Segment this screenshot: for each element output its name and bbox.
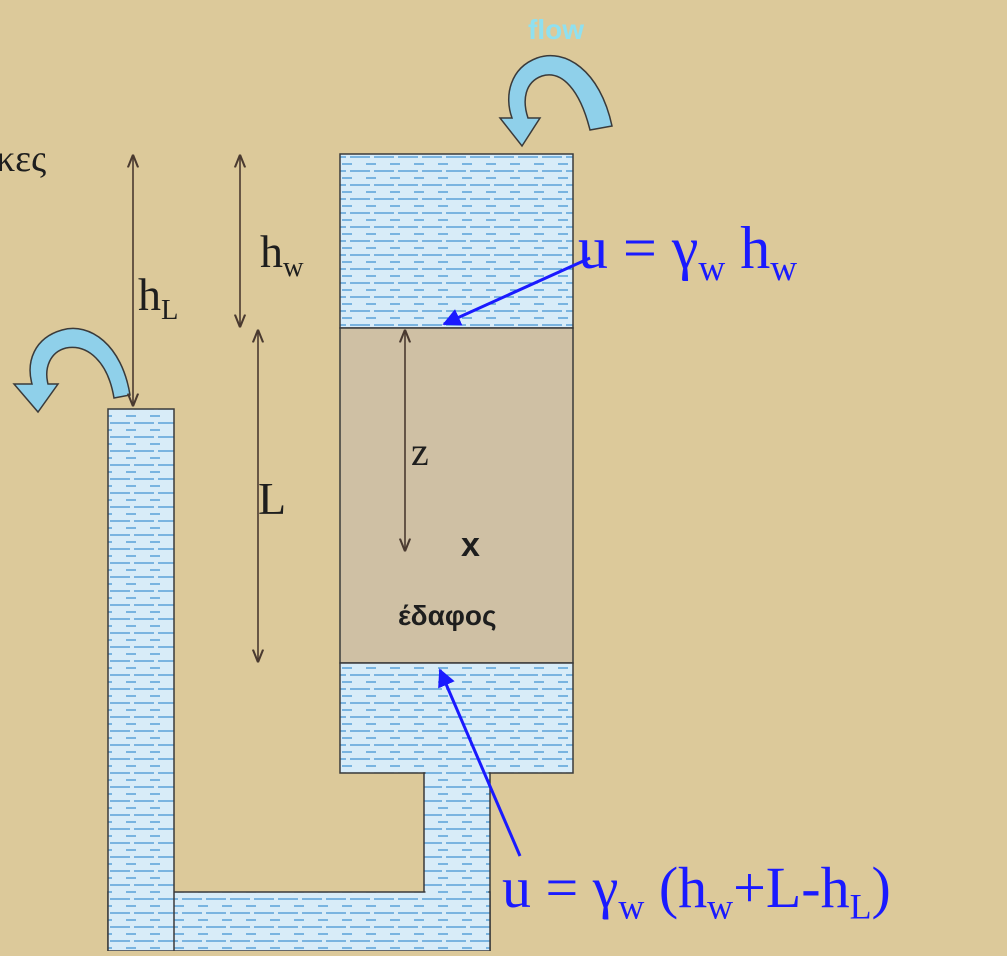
top-left-text-fragment: κες (0, 138, 47, 180)
bottom-pore-pressure-equation: u = γw (hw+L-hL) (502, 855, 891, 927)
bottom-pressure-pointer (438, 668, 522, 857)
soil-sample (339, 327, 574, 664)
flow-arrow-left-icon (12, 327, 131, 414)
flow-arrow-top-icon (498, 54, 613, 148)
standpipe (107, 408, 175, 952)
top-water-reservoir (339, 153, 574, 329)
top-pressure-pointer (442, 256, 591, 326)
L-label: L (258, 473, 287, 524)
flow-label: flow (528, 14, 584, 45)
hw-label: hw (260, 226, 304, 284)
soil-label: έδαφος (398, 600, 497, 631)
top-pore-pressure-equation: u = γw hw (578, 215, 798, 289)
z-label: z (411, 429, 429, 474)
hL-label: hL (138, 269, 179, 327)
bottom-water-chamber (339, 662, 574, 774)
point-x-label: x (461, 526, 480, 564)
